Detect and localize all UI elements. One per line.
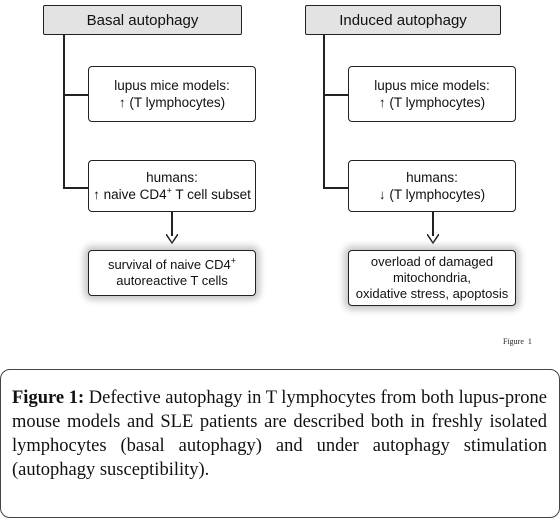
left-humans-line2-post: T cell subset xyxy=(171,187,251,202)
right-mice-box: lupus mice models: ↑ (T lymphocytes) xyxy=(348,66,516,122)
right-outcome-line3: oxidative stress, apoptosis xyxy=(355,286,509,301)
right-humans-line2: ↓ (T lymphocytes) xyxy=(378,187,486,202)
right-outcome-box: overload of damaged mitochondria, oxidat… xyxy=(348,250,516,306)
right-arrow-shaft xyxy=(432,212,434,236)
left-humans-line2-pre: ↑ naive CD4 xyxy=(93,187,167,202)
left-trunk-line xyxy=(63,30,65,188)
right-humans-box: humans: ↓ (T lymphocytes) xyxy=(348,160,516,212)
right-outcome-line2: mitochondria, xyxy=(392,270,472,285)
left-humans-box: humans: ↑ naive CD4+ T cell subset xyxy=(88,160,256,212)
right-branch-line-2 xyxy=(323,187,348,189)
left-branch-line-1 xyxy=(63,94,88,96)
right-mice-line2: ↑ (T lymphocytes) xyxy=(378,95,486,110)
autophagy-diagram: Basal autophagy lupus mice models: ↑ (T … xyxy=(43,5,532,346)
left-arrow-head xyxy=(166,234,178,244)
caption-label: Figure 1: xyxy=(12,388,85,408)
right-outcome-line1: overload of damaged xyxy=(370,254,494,269)
left-arrow-shaft xyxy=(171,212,173,236)
left-outcome-line1-sup: + xyxy=(230,255,237,266)
left-branch-line-2 xyxy=(63,187,88,189)
left-humans-line2-sup: + xyxy=(166,185,172,196)
basal-autophagy-header: Basal autophagy xyxy=(43,5,242,35)
right-mice-line1: lupus mice models: xyxy=(374,78,490,93)
left-outcome-line2: autoreactive T cells xyxy=(116,273,228,288)
induced-autophagy-header: Induced autophagy xyxy=(305,5,501,35)
left-outcome-line1: survival of naive CD4+ xyxy=(107,255,237,273)
left-mice-line2: ↑ (T lymphocytes) xyxy=(118,95,226,110)
left-outcome-box: survival of naive CD4+ autoreactive T ce… xyxy=(88,250,256,296)
induced-autophagy-header-text: Induced autophagy xyxy=(339,11,467,29)
right-arrow-head xyxy=(427,234,439,244)
figure-caption: Figure 1: Defective autophagy in T lymph… xyxy=(0,369,560,518)
figure-small-label: Figure 1 xyxy=(503,337,532,346)
caption-text: Defective autophagy in T lymphocytes fro… xyxy=(12,388,547,480)
left-humans-line1: humans: xyxy=(146,170,198,185)
left-mice-box: lupus mice models: ↑ (T lymphocytes) xyxy=(88,66,256,122)
left-humans-line2: ↑ naive CD4+ T cell subset xyxy=(93,186,251,203)
right-humans-line1: humans: xyxy=(406,170,458,185)
basal-autophagy-header-text: Basal autophagy xyxy=(86,11,199,29)
left-mice-line1: lupus mice models: xyxy=(114,78,230,93)
left-outcome-line1-pre: survival of naive CD4 xyxy=(107,257,231,272)
right-trunk-line xyxy=(323,30,325,188)
right-branch-line-1 xyxy=(323,94,348,96)
